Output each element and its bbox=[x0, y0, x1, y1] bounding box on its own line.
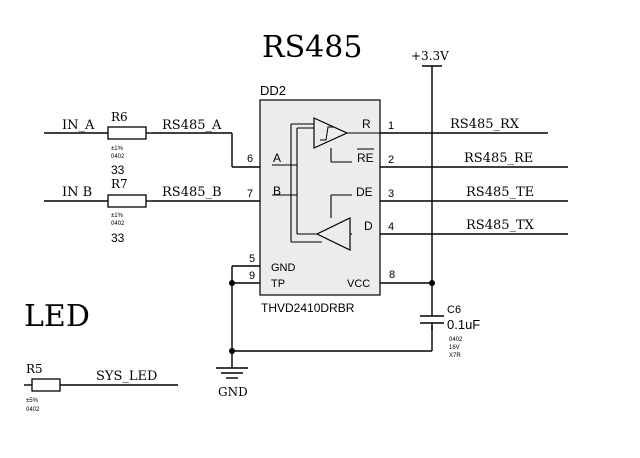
capacitor-c6: C6 0.1uF 0402 16V X7R bbox=[420, 304, 480, 359]
r6-value: 33 bbox=[111, 163, 125, 177]
pin-name-vcc: VCC bbox=[347, 278, 370, 290]
pin-number-9: 9 bbox=[249, 270, 255, 282]
junction-tp bbox=[229, 280, 235, 286]
net-label-in-a: IN_A bbox=[62, 118, 95, 133]
pin-number-2: 2 bbox=[388, 154, 394, 166]
net-label-rs485-re: RS485_RE bbox=[464, 151, 533, 166]
supply-3v3-label: +3.3V bbox=[411, 49, 449, 63]
r6-package: 0402 bbox=[111, 154, 125, 160]
r5-ref: R5 bbox=[26, 362, 43, 376]
c6-value: 0.1uF bbox=[447, 317, 480, 332]
r7-tolerance: ±1% bbox=[111, 213, 124, 219]
ic-dd2-ref: DD2 bbox=[260, 83, 286, 98]
net-label-rs485-b: RS485_B bbox=[162, 185, 222, 200]
pin-name-tp: TP bbox=[271, 278, 285, 290]
pin-name-d: D bbox=[364, 219, 373, 233]
pin-number-5: 5 bbox=[249, 253, 255, 265]
c6-package: 0402 bbox=[449, 337, 463, 343]
ground-icon bbox=[216, 367, 248, 379]
pin-number-1: 1 bbox=[388, 120, 394, 132]
rs485-title: RS485 bbox=[262, 30, 362, 65]
net-label-rs485-rx: RS485_RX bbox=[450, 117, 520, 132]
r7-ref: R7 bbox=[111, 177, 128, 191]
ic-dd2-part: THVD2410DRBR bbox=[261, 301, 355, 315]
r6-tolerance: ±1% bbox=[111, 146, 124, 152]
pin-name-b: B bbox=[273, 184, 281, 198]
net-label-rs485-te: RS485_TE bbox=[466, 185, 534, 200]
led-title: LED bbox=[24, 299, 90, 334]
net-label-in-b: IN B bbox=[62, 185, 92, 200]
pin-name-re: RE bbox=[357, 151, 374, 165]
pin-name-r: R bbox=[362, 117, 371, 131]
pin-4-lead: 4 RS485_TX bbox=[380, 218, 568, 235]
pin-name-gnd: GND bbox=[271, 262, 296, 274]
supply-3v3-rail bbox=[422, 65, 442, 316]
pin-number-6: 6 bbox=[247, 153, 253, 165]
resistor-r6: IN_A R6 ±1% 0402 33 bbox=[44, 110, 152, 177]
pin-number-4: 4 bbox=[388, 221, 394, 233]
ground-label: GND bbox=[218, 385, 248, 399]
pin-1-lead: 1 RS485_RX bbox=[380, 117, 548, 134]
pin-3-lead: 3 RS485_TE bbox=[380, 185, 568, 202]
ic-internal-wiring bbox=[272, 123, 380, 243]
net-label-rs485-a: RS485_A bbox=[162, 118, 222, 133]
pin-number-8: 8 bbox=[389, 269, 395, 281]
receiver-buffer-icon bbox=[313, 117, 349, 149]
pin-name-de: DE bbox=[356, 185, 373, 199]
pin-5-9-ground-net: 5 9 bbox=[229, 253, 433, 368]
pin-7-lead: 7 RS485_B bbox=[152, 185, 260, 202]
schmitt-trigger-icon bbox=[320, 126, 334, 141]
r7-package: 0402 bbox=[111, 221, 125, 227]
r5-package: 0402 bbox=[26, 407, 40, 413]
pin-6-lead: 6 RS485_A bbox=[152, 118, 260, 168]
junction-vcc bbox=[429, 280, 435, 286]
c6-dielectric: X7R bbox=[449, 353, 461, 359]
pin-name-a: A bbox=[273, 151, 281, 165]
c6-voltage: 16V bbox=[449, 345, 460, 351]
resistor-r5: R5 ±5% 0402 SYS_LED bbox=[24, 362, 178, 413]
r5-tolerance: ±5% bbox=[26, 398, 39, 404]
r6-ref: R6 bbox=[111, 110, 128, 124]
net-label-rs485-tx: RS485_TX bbox=[466, 218, 535, 233]
r7-value: 33 bbox=[111, 231, 125, 245]
pin-8-lead: 8 bbox=[380, 269, 435, 286]
ic-dd2: DD2 THVD2410DRBR R RE bbox=[259, 83, 381, 315]
c6-ref: C6 bbox=[447, 304, 461, 316]
pin-number-3: 3 bbox=[388, 188, 394, 200]
pin-2-lead: 2 RS485_RE bbox=[380, 151, 568, 168]
net-label-sys-led: SYS_LED bbox=[96, 369, 157, 384]
resistor-r7: IN B R7 ±1% 0402 33 bbox=[44, 177, 152, 245]
pin-number-7: 7 bbox=[247, 188, 253, 200]
